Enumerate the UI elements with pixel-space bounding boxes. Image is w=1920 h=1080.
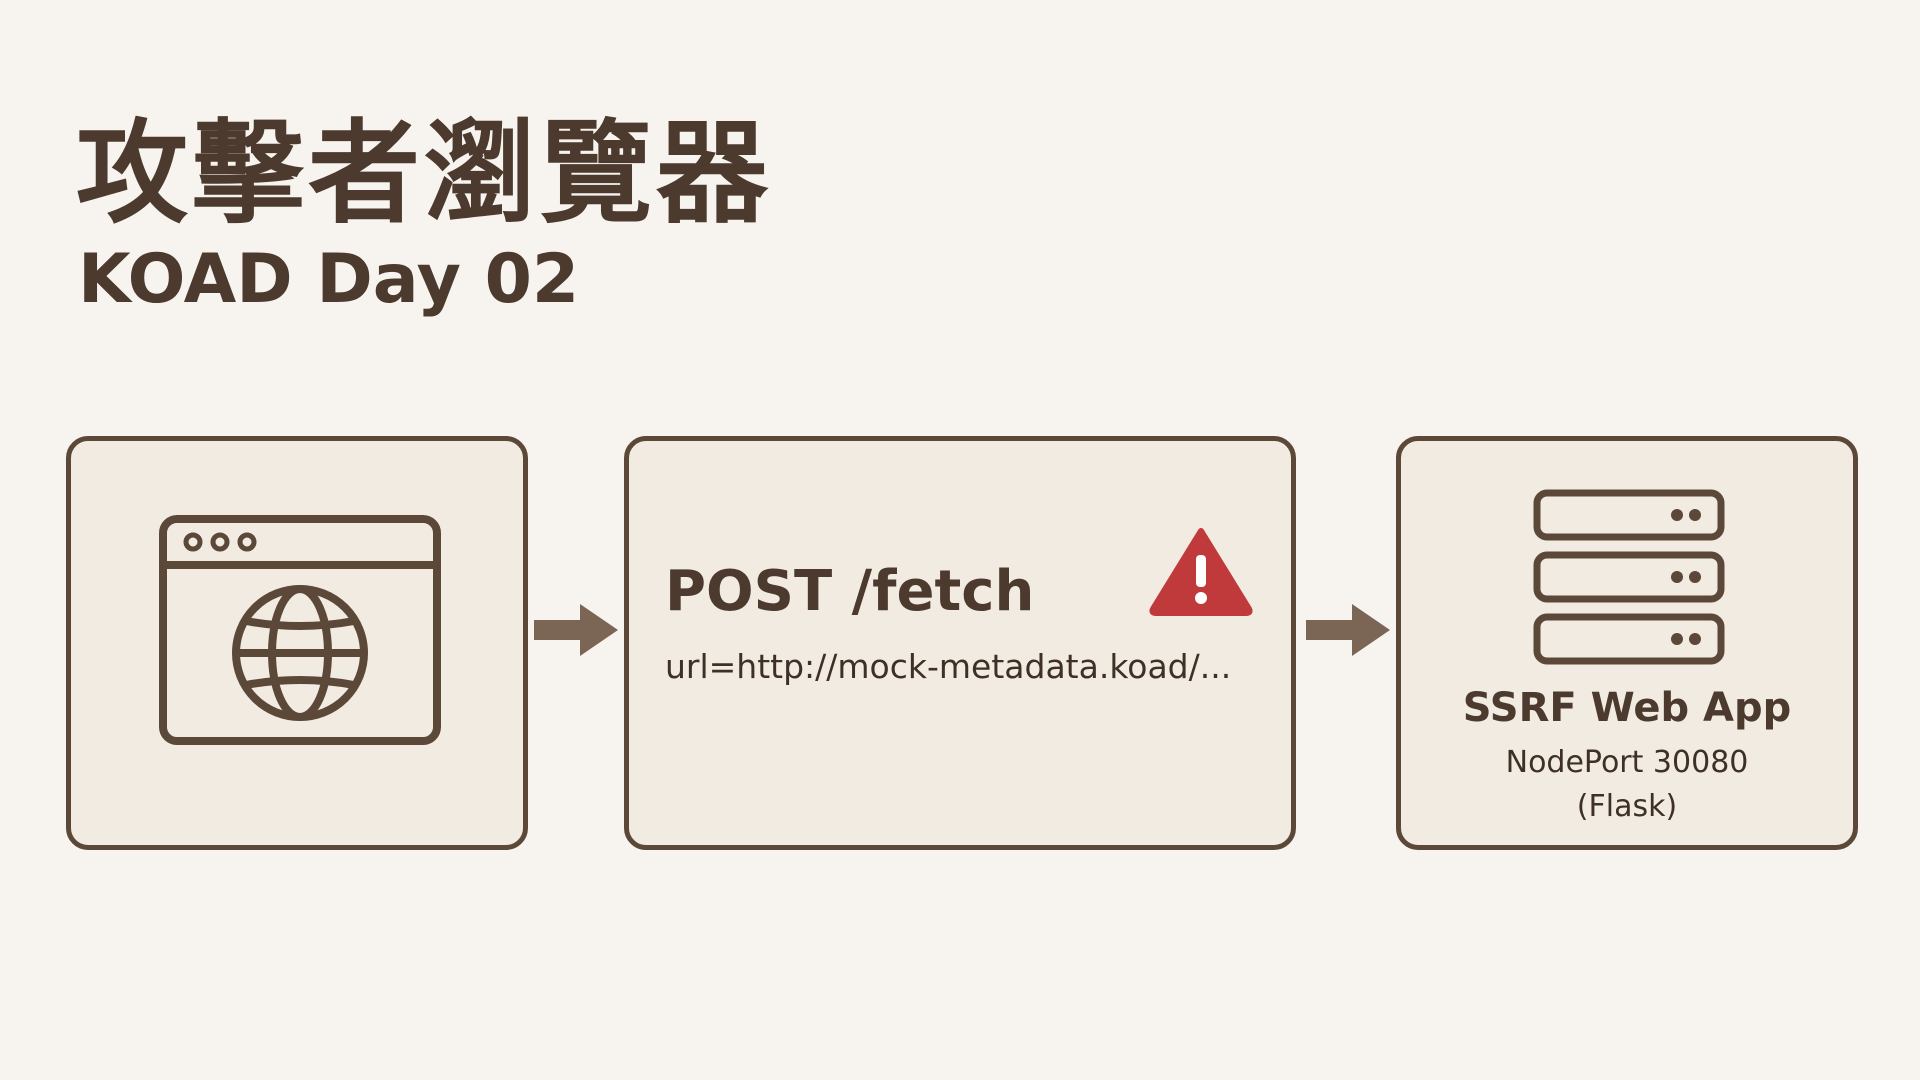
page-title: 攻擊者瀏覽器 [76,109,772,239]
request-url: url=http://mock-metadata.koad/... [665,647,1232,686]
server-port: NodePort 30080 [1505,745,1749,780]
page-subtitle: KOAD Day 02 [78,240,580,319]
server-rack-icon [1533,489,1725,665]
ssrf-web-app-box: SSRF Web App NodePort 30080 (Flask) [1396,436,1858,850]
attacker-browser-box [66,436,528,850]
arrow-right-icon [1306,604,1390,656]
server-tech: (Flask) [1576,789,1678,824]
warning-icon [1149,528,1253,616]
request-box: POST /fetch url=http://mock-metadata.koa… [624,436,1296,850]
browser-globe-icon [159,515,441,745]
server-name: SSRF Web App [1462,685,1792,731]
request-method-path: POST /fetch [665,559,1035,624]
arrow-right-icon [534,604,618,656]
